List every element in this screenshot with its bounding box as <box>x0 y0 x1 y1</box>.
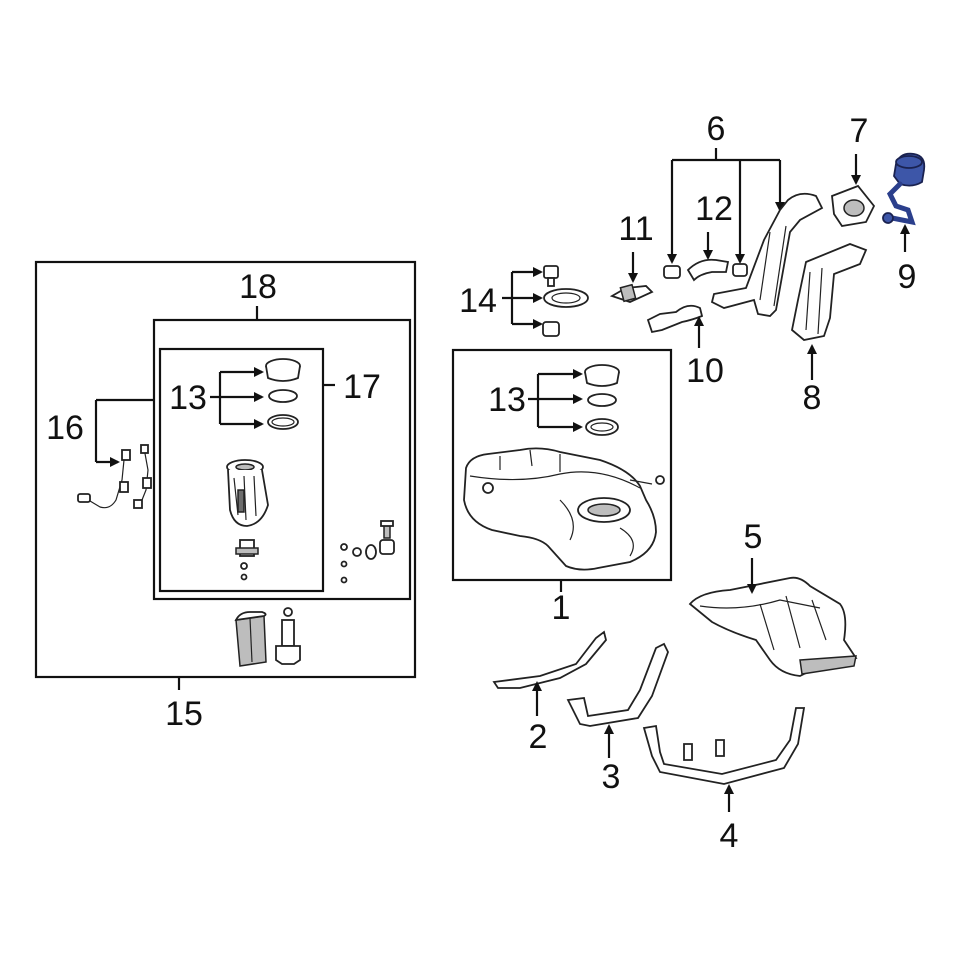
callout-2[interactable]: 2 <box>529 718 548 756</box>
small-fittings <box>340 520 395 584</box>
callout-13-right[interactable]: 13 <box>488 381 526 419</box>
seal-rings-right <box>584 364 620 436</box>
filler-pipe <box>710 192 824 317</box>
wiring-harness <box>77 444 152 509</box>
callout-9[interactable]: 9 <box>898 258 917 296</box>
callout-14[interactable]: 14 <box>459 282 497 320</box>
callout-16[interactable]: 16 <box>46 409 84 447</box>
strap-4 <box>642 707 806 785</box>
callout-5[interactable]: 5 <box>744 518 763 556</box>
strap-2 <box>492 630 607 689</box>
callout-17[interactable]: 17 <box>343 368 381 406</box>
callout-11[interactable]: 11 <box>618 210 653 248</box>
callout-1[interactable]: 1 <box>552 589 571 627</box>
callout-3[interactable]: 3 <box>602 758 621 796</box>
fuel-pump-module <box>226 459 269 581</box>
callout-13-left[interactable]: 13 <box>169 379 207 417</box>
fasteners-14 <box>542 265 589 337</box>
hose-10 <box>646 304 704 334</box>
assembly-box-15 <box>34 260 417 679</box>
check-valve-11 <box>609 283 654 303</box>
callout-4[interactable]: 4 <box>720 817 739 855</box>
callout-15[interactable]: 15 <box>165 695 203 733</box>
hose-12 <box>686 258 730 282</box>
splash-guard-8 <box>791 243 868 341</box>
fuel-tank <box>463 447 665 571</box>
seal-rings-left <box>265 358 301 430</box>
strap-3 <box>566 642 669 727</box>
callout-12[interactable]: 12 <box>695 190 733 228</box>
heat-shield <box>688 576 858 677</box>
clamps-6 <box>663 263 748 279</box>
callout-10[interactable]: 10 <box>686 352 724 390</box>
callout-18[interactable]: 18 <box>239 268 277 306</box>
fuel-filter <box>234 611 267 667</box>
assembly-box-17 <box>158 347 325 593</box>
assembly-box-18 <box>152 318 412 601</box>
pressure-regulator <box>275 607 301 665</box>
callout-7[interactable]: 7 <box>850 112 869 150</box>
callout-6[interactable]: 6 <box>707 110 726 148</box>
callout-8[interactable]: 8 <box>803 379 822 417</box>
fuel-cap-9[interactable] <box>882 152 926 226</box>
filler-housing-7 <box>831 184 876 227</box>
